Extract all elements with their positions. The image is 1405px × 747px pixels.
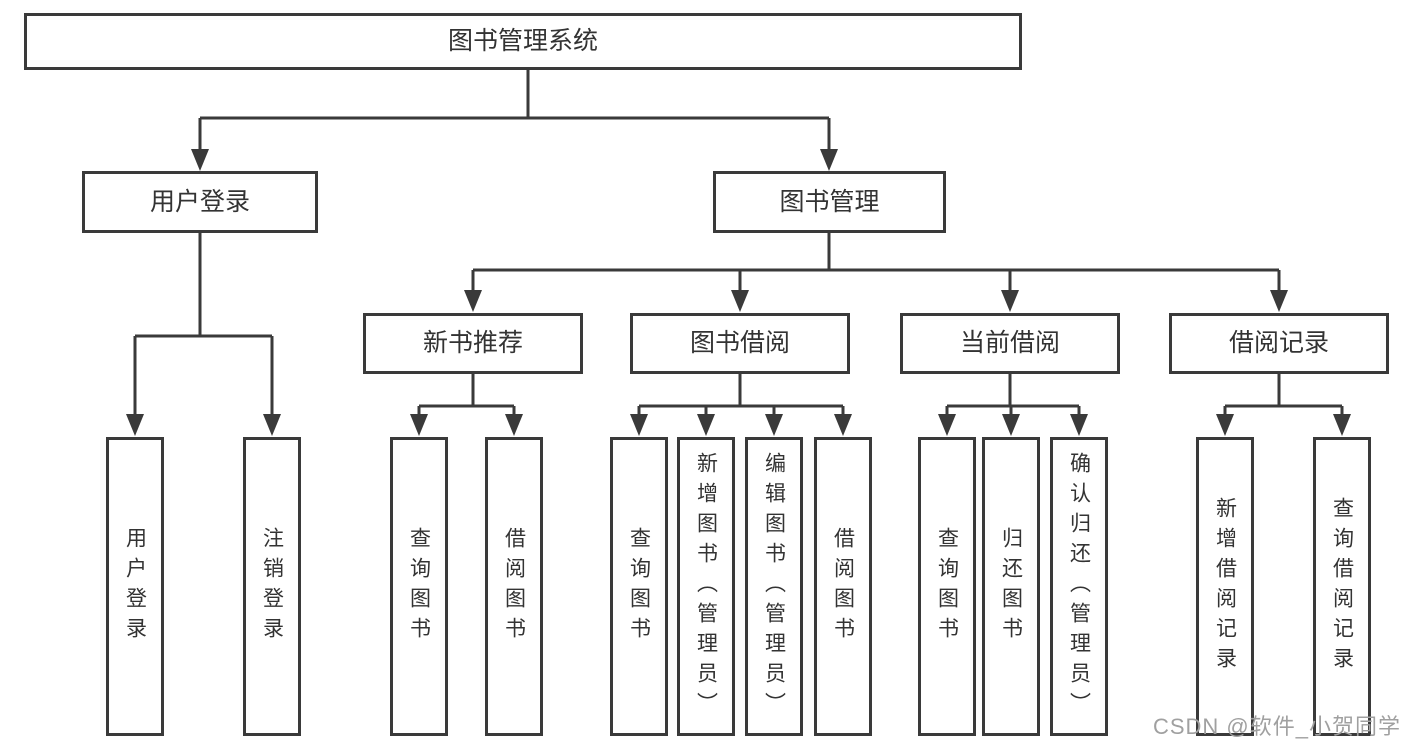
node-label: 查询图书 xyxy=(935,526,959,647)
leaf-bb-query-books: 查询图书 xyxy=(610,437,668,736)
arrowhead xyxy=(1001,290,1019,312)
node-label: 借阅图书 xyxy=(831,526,855,647)
arrowhead xyxy=(191,149,209,171)
node-label: 用户登录 xyxy=(123,526,147,647)
leaf-bb-borrow-books: 借阅图书 xyxy=(814,437,872,736)
node-label: 图书管理 xyxy=(779,187,880,216)
node-label: 借阅图书 xyxy=(502,526,526,647)
arrowhead xyxy=(697,414,715,436)
arrowhead xyxy=(1216,414,1234,436)
node-label: 查询图书 xyxy=(407,526,431,647)
csdn-watermark: CSDN @软件_小贺同学 xyxy=(1152,714,1401,739)
node-borrow-records: 借阅记录 xyxy=(1169,313,1389,374)
node-label: 确认归还（管理员） xyxy=(1067,451,1091,722)
leaf-nbr-query-books: 查询图书 xyxy=(390,437,448,736)
node-current-borrow: 当前借阅 xyxy=(900,313,1120,374)
node-label: 用户登录 xyxy=(149,187,250,216)
leaf-cb-confirm-return-admin: 确认归还（管理员） xyxy=(1050,437,1108,736)
node-label: 查询借阅记录 xyxy=(1330,496,1354,677)
leaf-bb-add-books-admin: 新增图书（管理员） xyxy=(677,437,735,736)
leaf-br-add-record: 新增借阅记录 xyxy=(1196,437,1254,736)
arrowhead xyxy=(834,414,852,436)
arrowhead xyxy=(410,414,428,436)
arrowhead xyxy=(820,149,838,171)
node-user-login-group: 用户登录 xyxy=(82,171,318,233)
arrowhead xyxy=(126,414,144,436)
node-new-book-recommend: 新书推荐 xyxy=(363,313,583,374)
arrowhead xyxy=(630,414,648,436)
arrowhead xyxy=(938,414,956,436)
leaf-bb-edit-books-admin: 编辑图书（管理员） xyxy=(745,437,803,736)
node-book-management: 图书管理 xyxy=(713,171,946,233)
node-label: 新增借阅记录 xyxy=(1213,496,1237,677)
node-label: 注销登录 xyxy=(260,526,284,647)
node-label: 编辑图书（管理员） xyxy=(762,451,786,722)
arrowhead xyxy=(505,414,523,436)
arrowhead xyxy=(1270,290,1288,312)
leaf-nbr-borrow-books: 借阅图书 xyxy=(485,437,543,736)
arrowhead xyxy=(765,414,783,436)
leaf-logout: 注销登录 xyxy=(243,437,301,736)
arrowhead xyxy=(263,414,281,436)
leaf-br-query-record: 查询借阅记录 xyxy=(1313,437,1371,736)
arrowhead xyxy=(1070,414,1088,436)
arrowhead xyxy=(464,290,482,312)
node-label: 图书管理系统 xyxy=(447,27,598,55)
arrowhead xyxy=(1002,414,1020,436)
leaf-user-login: 用户登录 xyxy=(106,437,164,736)
arrowhead xyxy=(731,290,749,312)
node-label: 查询图书 xyxy=(627,526,651,647)
leaf-cb-query-books: 查询图书 xyxy=(918,437,976,736)
node-book-borrow: 图书借阅 xyxy=(630,313,850,374)
leaf-cb-return-books: 归还图书 xyxy=(982,437,1040,736)
node-label: 图书借阅 xyxy=(689,329,790,357)
node-label: 当前借阅 xyxy=(959,329,1060,357)
node-label: 新增图书（管理员） xyxy=(694,451,718,722)
node-label: 新书推荐 xyxy=(422,329,523,357)
arrowhead xyxy=(1333,414,1351,436)
node-library-management-system: 图书管理系统 xyxy=(24,13,1022,70)
node-label: 借阅记录 xyxy=(1228,329,1329,357)
node-label: 归还图书 xyxy=(999,526,1023,647)
